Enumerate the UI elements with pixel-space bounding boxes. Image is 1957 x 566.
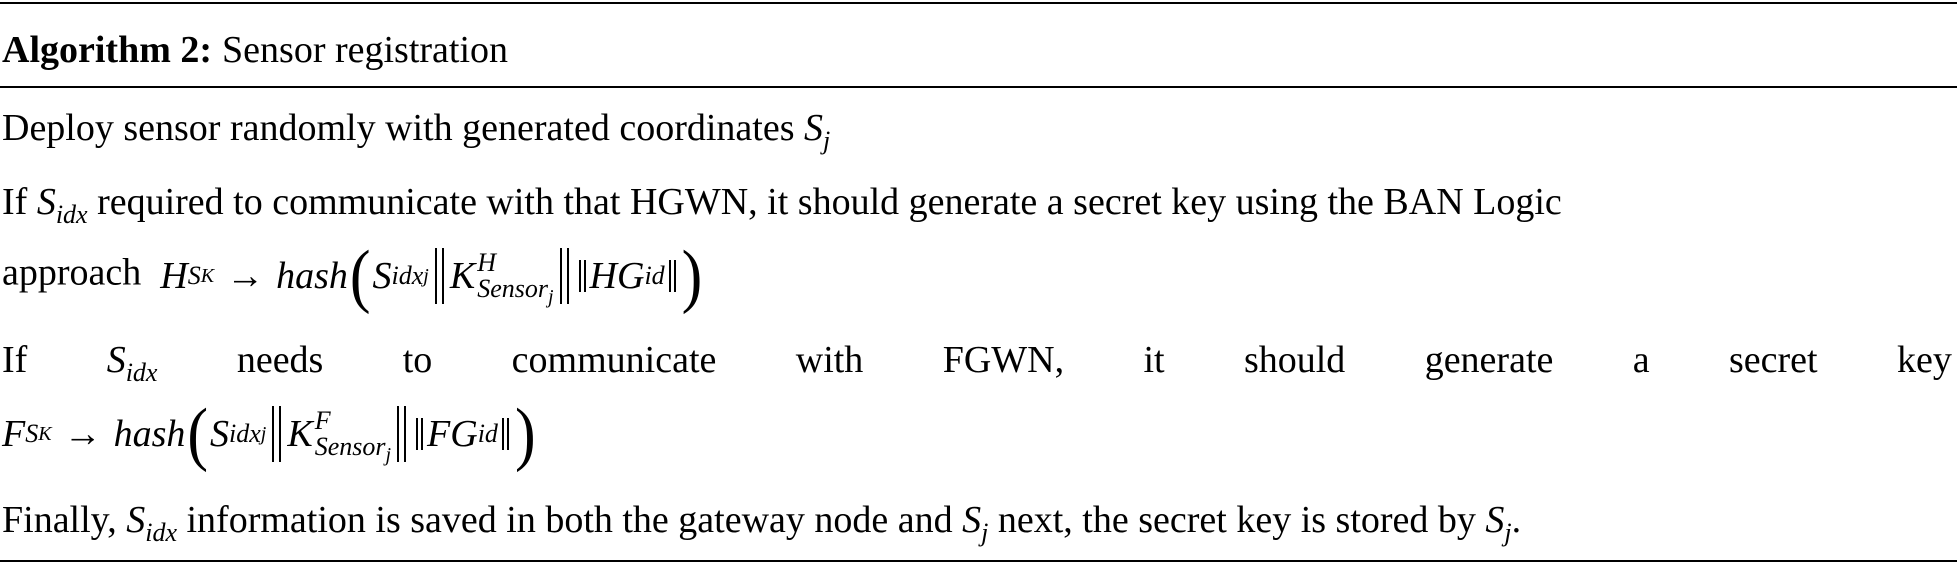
math-FG: FG [427,413,478,455]
math-sub-idx: idx [55,200,88,229]
concat-bar [434,248,444,304]
math-K: K [287,413,313,455]
math-HG: HG [589,255,645,297]
header-rule [0,86,1957,88]
math-S: S [36,181,56,223]
word: to [402,339,433,381]
step-hgwn-text: required to communicate with that HGWN, … [97,181,1562,223]
math-sub-sensor: Sensor [314,432,386,461]
word: generate [1424,339,1554,381]
arrow-symbol: → [226,255,265,297]
math-S: S [106,339,126,381]
math-S: S [210,413,230,455]
norm-bar-right [501,418,509,450]
word: If [2,339,28,381]
math-sup-F: F [314,406,331,435]
math-S: S [1485,499,1505,541]
step-fgwn: If Sidx needs to communicate with FGWN, … [2,338,1952,386]
step-finally: Finally, Sidx information is saved in bo… [2,498,1952,546]
math-F: F [2,413,26,455]
algorithm-label: Algorithm 2: [2,29,213,71]
step-finally-text-a: information is saved in both the gateway… [186,499,953,541]
algorithm-header: Algorithm 2:Sensor registration [2,28,1952,72]
math-sub-sensor: Sensor [477,274,548,303]
step-approach-text: approach [2,251,142,294]
math-sub-j: j [823,126,831,155]
math-sub-j: j [547,286,554,308]
math-S: S [804,107,823,149]
word: secret [1729,339,1818,381]
key-indices: F Sensorj [314,406,391,466]
concat-bar [272,406,282,462]
math-sub-idx: idx [145,518,177,547]
math-sub-idx: idx [125,358,158,387]
math-sub-j: j [981,518,989,547]
math-S: S [372,255,392,297]
step-hgwn: If Sidx required to communicate with tha… [2,180,1952,228]
math-S: S [962,499,982,541]
norm-bar-right [668,260,676,292]
step-deploy-text: Deploy sensor randomly with generated co… [2,107,795,149]
norm-bar-left [578,260,586,292]
step-hgwn-if: If [2,181,28,223]
algorithm-title: Sensor registration [222,29,509,71]
word: key [1896,339,1952,381]
math-sub-j: j [385,444,392,466]
word: with [795,339,864,381]
step-finally-word: Finally, [2,499,117,541]
concat-bar [559,248,569,304]
math-sub-j: j [1504,518,1512,547]
math-hash: hash [113,413,186,455]
concat-bar [397,406,407,462]
left-paren: ( [187,394,209,474]
math-S-idx: Sidx [106,338,158,386]
math-sup-H: H [477,248,496,277]
arrow-symbol: → [63,413,102,455]
math-S: S [126,499,146,541]
top-rule [0,2,1957,4]
word: a [1632,339,1650,381]
word: it [1143,339,1165,381]
word: needs [236,339,324,381]
right-paren: ) [681,236,703,316]
period: . [1511,499,1522,541]
word: communicate [511,339,717,381]
math-H: H [160,255,188,297]
norm-bar-left [416,418,424,450]
step-finally-text-b: next, the secret key is stored by [997,499,1476,541]
key-indices: H Sensorj [477,248,553,308]
math-K: K [449,255,476,297]
math-hash: hash [276,255,348,297]
right-paren: ) [514,394,536,474]
bottom-rule [0,560,1957,562]
left-paren: ( [349,236,371,316]
word: FGWN, [942,339,1065,381]
step-deploy: Deploy sensor randomly with generated co… [2,106,1952,154]
word: should [1243,339,1346,381]
